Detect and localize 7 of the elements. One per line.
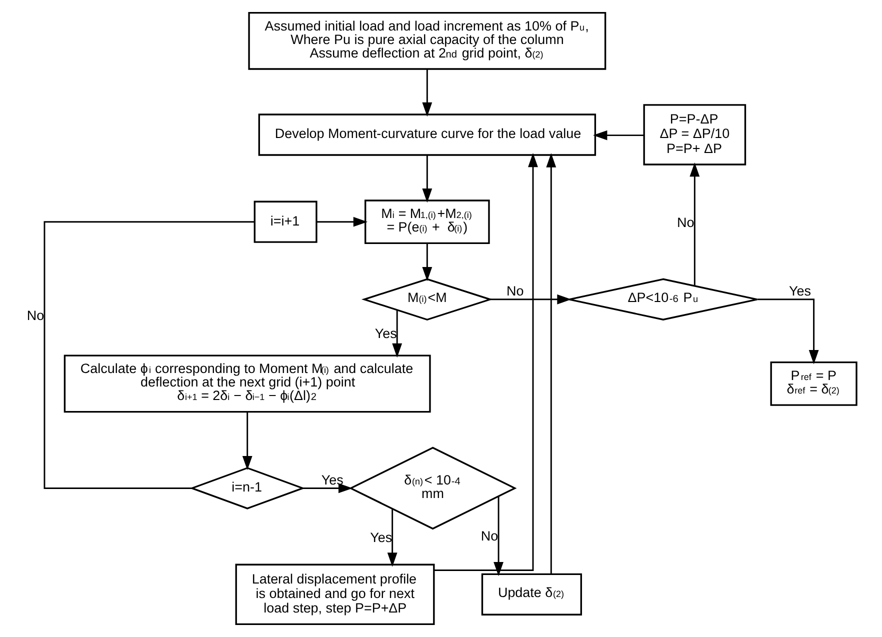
edge-label: Yes	[788, 284, 810, 299]
edge-label: Yes	[320, 472, 343, 488]
edge-label: Yes	[374, 326, 396, 341]
edge-label: No	[506, 284, 524, 299]
edge-label: No	[480, 528, 498, 544]
edge-label: No	[676, 215, 694, 230]
edge-label: No	[26, 308, 44, 323]
